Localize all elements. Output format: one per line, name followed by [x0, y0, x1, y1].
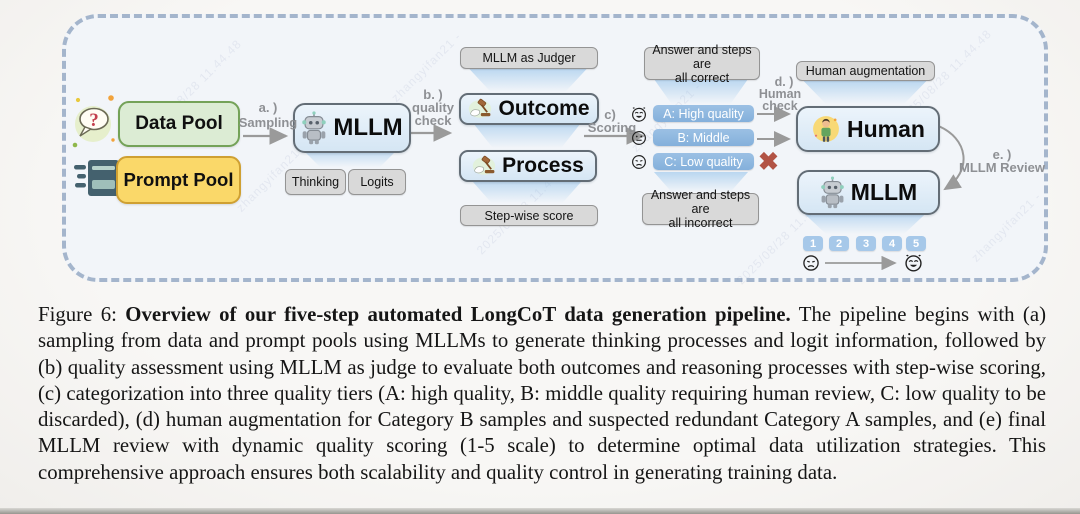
step-e-label: MLLM Review: [959, 160, 1045, 175]
step-b-label-1: quality: [412, 100, 454, 115]
glow-beam: [653, 172, 749, 192]
answer-correct-line1: Answer and steps are: [652, 42, 752, 71]
tier-b-label: B: Middle: [677, 130, 730, 145]
human-augmentation-note: Human augmentation: [796, 61, 935, 81]
pipeline-diagram: 2025/08/28 11.44.48 zhangyifan21 - zhang…: [62, 14, 1048, 287]
svg-text:?: ?: [89, 110, 99, 131]
logits-box: Logits: [348, 169, 406, 195]
caption-prefix: Figure 6:: [38, 303, 126, 326]
laughing-face-icon: [905, 254, 922, 272]
step-b-label-2: check: [414, 113, 452, 128]
mllm-review-box: MLLM: [797, 170, 940, 215]
mllm-review-label: MLLM: [850, 179, 918, 205]
scale-box-1: 1: [803, 236, 823, 251]
thinking-label: Thinking: [291, 175, 340, 189]
answer-incorrect-line2: all incorrect: [668, 216, 733, 230]
step-a-id: a. ): [258, 100, 278, 115]
step-a-label: Sampling: [238, 115, 298, 130]
data-pool-label: Data Pool: [135, 113, 223, 134]
glow-beam: [472, 122, 582, 148]
step-c-label: Scoring: [587, 120, 637, 135]
gavel-icon: [469, 98, 492, 118]
step-d-label-1: Human: [758, 87, 802, 101]
step-d-id: d. ): [774, 75, 794, 89]
prompt-stack-icon: [74, 160, 119, 196]
figure-caption: Figure 6: Overview of our five-step auto…: [38, 302, 1046, 486]
robot-icon: [820, 176, 844, 209]
step-wise-score-label: Step-wise score: [484, 208, 574, 223]
step-d-label-2: check: [762, 99, 798, 113]
reject-x-icon: ✖: [758, 148, 779, 176]
glow-beam: [470, 179, 584, 203]
scale-value: 1: [809, 237, 817, 250]
sad-face-icon: [632, 155, 646, 169]
outcome-box: Outcome: [459, 93, 599, 125]
glow-beam: [653, 79, 749, 104]
tier-c-bar: C: Low quality: [653, 153, 754, 170]
tier-a-label: A: High quality: [663, 106, 744, 121]
scale-box-2: 2: [829, 236, 849, 251]
scale-value: 3: [862, 237, 870, 250]
scale-value: 5: [912, 237, 920, 250]
human-augmentation-label: Human augmentation: [805, 64, 926, 78]
answer-incorrect-line1: Answer and steps are: [650, 188, 751, 216]
step-e-id: e. ): [992, 147, 1012, 162]
sad-face-icon: [803, 255, 819, 271]
glow-beam: [302, 149, 398, 167]
prompt-pool-label: Prompt Pool: [123, 169, 234, 190]
gavel-icon: [472, 155, 496, 175]
scale-box-4: 4: [882, 236, 902, 251]
question-bubble-icon: ?: [72, 95, 115, 148]
robot-icon: [302, 111, 327, 145]
glow-beam: [802, 212, 928, 234]
scale-value: 4: [888, 237, 896, 250]
process-label: Process: [502, 154, 584, 177]
mllm-as-judger-note: MLLM as Judger: [460, 47, 598, 69]
mllm-box: MLLM: [293, 103, 411, 153]
answer-correct-note: Answer and steps are all correct: [644, 43, 760, 85]
page-bottom-shadow: [0, 508, 1080, 514]
outcome-label: Outcome: [498, 97, 590, 120]
mllm-as-judger-label: MLLM as Judger: [482, 51, 576, 65]
thinking-box: Thinking: [285, 169, 346, 195]
logits-label: Logits: [360, 175, 394, 189]
scale-box-3: 3: [856, 236, 876, 251]
laughing-face-icon: [632, 107, 646, 122]
process-box: Process: [459, 150, 597, 182]
step-b-id: b. ): [423, 87, 443, 102]
tier-b-bar: B: Middle: [653, 129, 754, 146]
answer-incorrect-note: Answer and steps are all incorrect: [642, 188, 759, 230]
caption-body: The pipeline begins with (a) sampling fr…: [38, 303, 1046, 484]
mllm-label: MLLM: [333, 114, 403, 141]
scale-value: 2: [835, 237, 843, 250]
person-icon: [813, 116, 839, 142]
scale-box-5: 5: [906, 236, 926, 251]
data-pool-box: Data Pool: [118, 101, 240, 147]
glow-beam: [468, 68, 588, 92]
tier-c-label: C: Low quality: [664, 154, 743, 169]
step-c-id: c): [604, 107, 616, 122]
prompt-pool-box: Prompt Pool: [116, 156, 241, 204]
neutral-face-icon: [632, 131, 646, 145]
human-label: Human: [847, 115, 925, 142]
step-wise-score-note: Step-wise score: [460, 205, 598, 226]
tier-a-bar: A: High quality: [653, 105, 754, 122]
caption-bold-title: Overview of our five-step automated Long…: [125, 303, 791, 326]
answer-correct-line2: all correct: [674, 70, 730, 85]
glow-beam: [802, 80, 928, 104]
human-box: Human: [796, 106, 940, 152]
